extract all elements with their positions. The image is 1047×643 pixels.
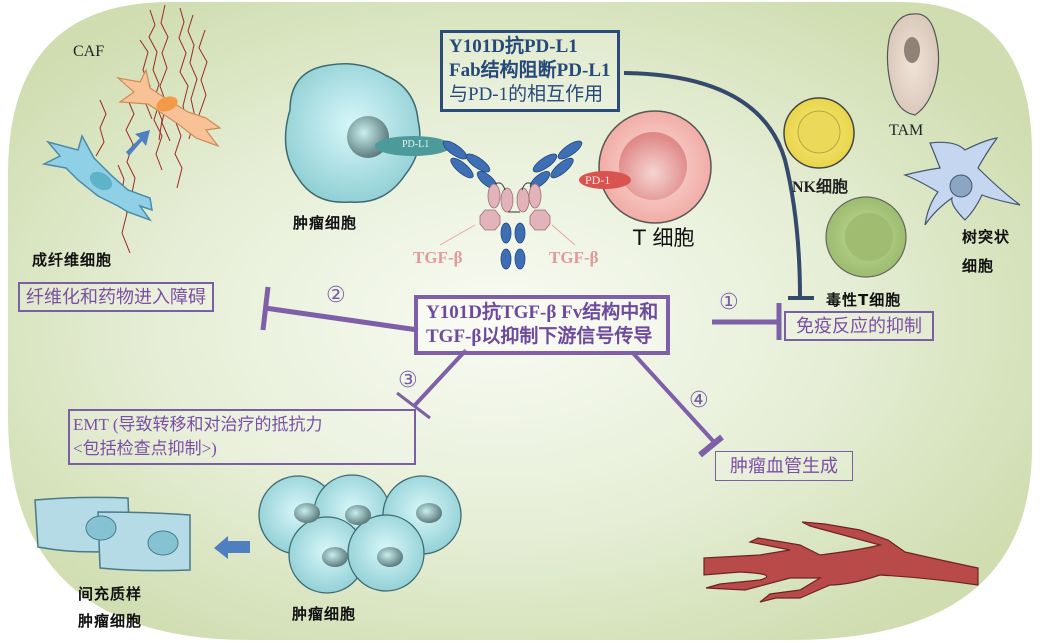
- nk-cell-nucleus: [797, 110, 841, 154]
- tgf-beta-right-label: TGF-β: [549, 248, 599, 267]
- effect-number-2: ②: [326, 283, 346, 308]
- pd-l1-label: PD-L1: [402, 139, 430, 150]
- inhibition-line-3: [413, 348, 468, 407]
- tumor-cluster-label: 肿瘤细胞: [292, 605, 357, 623]
- pd-l1-inhibition-line: [623, 71, 802, 299]
- effect-box-emt: EMT (导致转移和对治疗的抵抗力 <包括检查点抑制>): [68, 409, 416, 465]
- inhibition-bar-4: [698, 434, 724, 458]
- tgf-beta-left-pointer: [439, 224, 476, 246]
- cytotoxic-t-cell-label: 毒性T细胞: [826, 291, 902, 309]
- fibroblast-label: 成纤维细胞: [32, 251, 113, 269]
- caf-nucleus: [156, 96, 178, 112]
- tumor-cluster-nuclei: [294, 503, 442, 567]
- effect-label-4: 肿瘤血管生成: [730, 456, 838, 476]
- emt-arrow-icon: [214, 536, 250, 559]
- effect-number-4: ④: [689, 388, 709, 413]
- dendritic-cell-nucleus: [949, 174, 973, 198]
- mesenchymal-tumor-cell-2: [97, 511, 191, 572]
- tam-nucleus: [904, 37, 920, 63]
- blood-vessel: [703, 521, 979, 603]
- tgf-beta-fv-line1: Y101D抗TGF-β Fv结构中和: [426, 302, 659, 323]
- pd-1-molecule: [579, 171, 631, 189]
- effect-label-2: 纤维化和药物进入障碍: [26, 287, 206, 307]
- effect-label-3-line2: <包括检查点抑制>): [73, 439, 217, 458]
- mesenchymal-nucleus-2: [147, 530, 179, 556]
- pd-l1-fab-line2: Fab结构阻断PD-L1: [449, 60, 611, 81]
- mesenchymal-nucleus-1: [85, 515, 117, 541]
- nk-cell-label: NK细胞: [792, 179, 849, 196]
- mesenchymal-label-line2: 肿瘤细胞: [78, 612, 143, 630]
- inhibition-bar-2: [260, 286, 271, 331]
- effect-box-fibrosis: 纤维化和药物进入障碍: [18, 282, 214, 312]
- caf-label: CAF: [73, 43, 105, 60]
- tam-label: TAM: [889, 122, 924, 139]
- dendritic-cell-label-line1: 树突状: [962, 228, 1011, 246]
- effect-number-1: ①: [719, 290, 739, 315]
- tgf-beta-fv-box: Y101D抗TGF-β Fv结构中和 TGF-β以抑制下游信号传导: [414, 295, 671, 355]
- pd-l1-molecule: [375, 136, 451, 156]
- effect-label-3-line1: EMT (导致转移和对治疗的抵抗力: [73, 415, 323, 434]
- effect-label-1: 免疫反应的抑制: [796, 316, 922, 336]
- t-cell-label: T 细胞: [633, 226, 695, 250]
- tumor-cell-top-label: 肿瘤细胞: [293, 214, 358, 232]
- pd-l1-fab-line1: Y101D抗PD-L1: [449, 36, 578, 57]
- antibody: [442, 140, 583, 270]
- inhibition-line-4: [630, 350, 716, 444]
- transform-arrow-icon: [126, 130, 150, 156]
- dendritic-cell-label-line2: 细胞: [962, 257, 995, 275]
- t-cell-nucleus: [619, 132, 687, 200]
- pd-l1-fab-box: Y101D抗PD-L1 Fab结构阻断PD-L1 与PD-1的相互作用: [440, 30, 620, 112]
- tam-cell: [886, 13, 940, 116]
- mesenchymal-label-line1: 间充质样: [78, 585, 143, 603]
- tumor-cell-cluster: [258, 474, 462, 594]
- cytotoxic-t-cell-nucleus: [845, 213, 893, 261]
- fibroblast-nucleus: [89, 171, 113, 191]
- tgf-beta-right-pointer: [551, 224, 576, 246]
- pd-l1-fab-line3: 与PD-1的相互作用: [449, 84, 604, 105]
- effect-box-immune-suppression: 免疫反应的抑制: [784, 311, 934, 341]
- tgf-beta-fv-line2: TGF-β以抑制下游信号传导: [426, 326, 653, 347]
- effect-number-3: ③: [398, 368, 418, 393]
- effect-box-angiogenesis: 肿瘤血管生成: [715, 451, 853, 481]
- pd-1-label: PD-1: [585, 173, 611, 187]
- inhibition-line-2: [264, 305, 419, 333]
- tgf-beta-left-label: TGF-β: [413, 248, 463, 267]
- inhibition-bar-3: [396, 391, 431, 420]
